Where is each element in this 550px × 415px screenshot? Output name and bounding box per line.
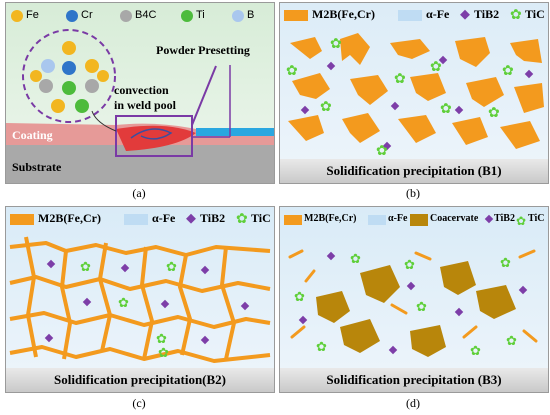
svg-text:✿: ✿ (430, 60, 442, 75)
tic-particles: ✿ ✿ ✿ ✿ ✿ (80, 259, 177, 360)
panel-b-solidification-b1: ✿ ✿ ✿ (279, 2, 549, 184)
svg-text:✿: ✿ (440, 102, 452, 117)
cr-legend-dot (66, 10, 78, 22)
m2b-phase-particles (288, 249, 538, 343)
m2b-legend-label: M2B(Fe,Cr) (312, 7, 375, 21)
b-legend-dot (232, 10, 244, 22)
coating-label: Coating (12, 128, 53, 142)
weld-pool-box (115, 115, 193, 157)
svg-text:✿: ✿ (416, 299, 427, 314)
tic-legend-icon: ✿ (236, 212, 248, 227)
panel-c-solidification-b2: ✿ ✿ ✿ ✿ ✿ ✿ (5, 206, 275, 393)
caption-b: (b) (406, 186, 420, 200)
footer-b1: Solidification precipitation (B1) (280, 159, 548, 183)
svg-text:✿: ✿ (470, 343, 481, 358)
b4c-legend-label: B4C (135, 9, 157, 21)
m2b-network (9, 236, 271, 363)
caption-d: (d) (406, 396, 420, 410)
particle-cluster (30, 41, 109, 113)
svg-text:✿: ✿ (286, 64, 298, 79)
panel-b-microstructure: ✿ ✿ ✿ (284, 8, 544, 159)
svg-text:✿: ✿ (404, 257, 415, 272)
tib2-particles (298, 251, 528, 355)
svg-text:✿: ✿ (158, 345, 169, 360)
tib2-legend-label: TiB2 (200, 211, 226, 225)
tib2-legend-diamond (460, 9, 470, 20)
tib2-legend-label: TiB2 (494, 213, 515, 224)
svg-text:✿: ✿ (330, 37, 342, 52)
tib2-particles (44, 259, 250, 345)
tib2-legend-label: TiB2 (474, 7, 500, 21)
powder-presetting-label: Powder Presetting (156, 43, 250, 57)
afe-legend-swatch (368, 215, 386, 225)
fe-legend-dot (11, 10, 23, 22)
substrate-label: Substrate (12, 160, 62, 174)
svg-text:✿: ✿ (394, 72, 406, 87)
svg-text:✿: ✿ (500, 255, 511, 270)
svg-text:✿: ✿ (166, 259, 177, 274)
caption-a: (a) (132, 186, 146, 200)
m2b-legend-swatch (10, 214, 34, 225)
svg-text:✿: ✿ (320, 100, 332, 115)
b-legend-label: B (247, 9, 255, 21)
svg-text:✿: ✿ (502, 64, 514, 79)
panel-a-diagram (6, 10, 274, 183)
m2b-legend-label: M2B(Fe,Cr) (304, 213, 357, 224)
coacervate-legend-swatch (410, 214, 428, 226)
tic-particles: ✿ ✿ ✿ ✿ ✿ ✿ ✿ ✿ ✿ (286, 37, 514, 159)
ti-legend-label: Ti (196, 9, 205, 21)
tic-particles: ✿ ✿ ✿ ✿ ✿ ✿ ✿ ✿ (294, 251, 517, 358)
svg-text:✿: ✿ (488, 106, 500, 121)
zoom-connector (91, 110, 117, 132)
svg-text:✿: ✿ (350, 251, 361, 266)
caption-c: (c) (132, 396, 146, 410)
footer-b3: Solidification precipitation (B3) (280, 368, 548, 392)
coacervate-particles (316, 261, 516, 357)
afe-legend-swatch (124, 214, 148, 225)
b4c-legend-dot (120, 10, 132, 22)
tic-legend-icon: ✿ (516, 214, 526, 228)
svg-text:✿: ✿ (316, 339, 327, 354)
panel-d-microstructure: ✿ ✿ ✿ ✿ (284, 214, 538, 358)
afe-legend-label: α-Fe (152, 211, 176, 225)
ti-legend-dot (181, 10, 193, 22)
svg-text:✿: ✿ (376, 144, 388, 159)
m2b-legend-label: M2B(Fe,Cr) (38, 211, 101, 225)
cr-legend-label: Cr (81, 9, 93, 21)
tic-legend-label: TiC (251, 211, 271, 225)
afe-legend-swatch (398, 10, 422, 21)
panel-d-solidification-b3: ✿ ✿ ✿ ✿ (279, 206, 549, 393)
powder-pointer-line (191, 65, 217, 126)
tib2-legend-diamond (484, 214, 494, 224)
m2b-legend-swatch (284, 10, 308, 21)
coacervate-legend-label: Coacervate (430, 213, 479, 224)
afe-legend-label: α-Fe (388, 213, 408, 224)
svg-text:✿: ✿ (156, 331, 167, 346)
afe-legend-label: α-Fe (426, 7, 450, 21)
panel-c-microstructure: ✿ ✿ ✿ ✿ ✿ ✿ (9, 212, 271, 363)
convection-arrow (130, 128, 173, 140)
svg-text:✿: ✿ (294, 289, 305, 304)
fe-legend-label: Fe (26, 9, 39, 21)
m2b-legend-swatch (284, 215, 302, 225)
svg-text:✿: ✿ (118, 295, 129, 310)
tic-legend-icon: ✿ (510, 8, 522, 23)
tib2-legend-diamond (186, 213, 196, 224)
svg-text:✿: ✿ (80, 259, 91, 274)
svg-text:✿: ✿ (506, 333, 517, 348)
panel-a-powder-presetting: Fe Cr B4C Ti B Powder Presetting convect… (5, 2, 275, 184)
footer-b2: Solidification precipitation(B2) (6, 368, 274, 392)
substrate-layer (6, 145, 274, 183)
m2b-phase-particles (288, 33, 544, 149)
tic-legend-label: TiC (525, 7, 545, 21)
particle-zoom-circle (22, 29, 116, 123)
convection-label: convection in weld pool (114, 83, 177, 112)
tic-legend-label: TiC (528, 213, 545, 224)
powder-layer (196, 128, 274, 136)
